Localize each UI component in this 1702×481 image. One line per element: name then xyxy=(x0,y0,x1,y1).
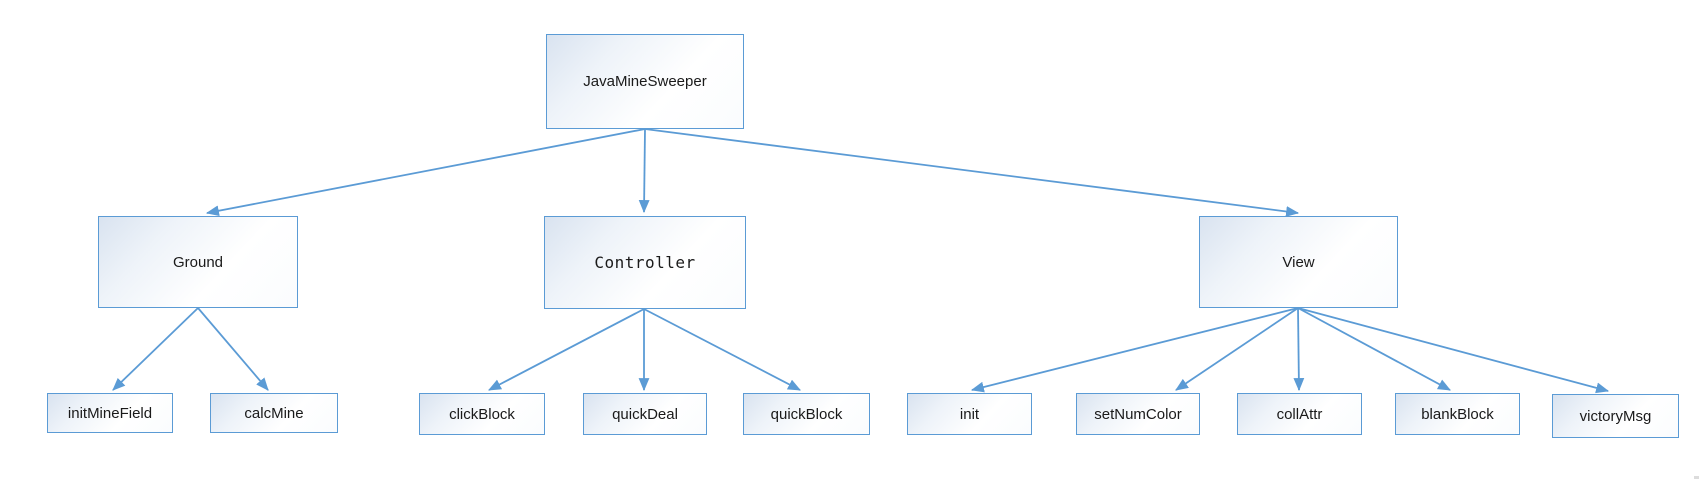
node-label: collAttr xyxy=(1276,405,1323,423)
corner-artifact xyxy=(1694,476,1699,479)
edge-view-collattr xyxy=(1293,307,1305,392)
edge-view-setnumcolor xyxy=(1175,307,1299,391)
edge-root-controller xyxy=(638,128,650,214)
node-label: View xyxy=(1282,253,1315,271)
node-clickblock: clickBlock xyxy=(419,393,545,435)
edge-root-ground xyxy=(205,128,646,217)
node-setnumcolor: setNumColor xyxy=(1076,393,1200,435)
edge-ground-initminefield xyxy=(112,307,199,391)
node-view: View xyxy=(1199,216,1398,308)
node-label: blankBlock xyxy=(1421,405,1494,423)
node-init: init xyxy=(907,393,1032,435)
node-blankblock: blankBlock xyxy=(1395,393,1520,435)
node-label: JavaMineSweeper xyxy=(583,73,707,90)
node-victorymsg: victoryMsg xyxy=(1552,394,1679,438)
node-label: clickBlock xyxy=(449,405,515,423)
node-label: init xyxy=(959,405,980,423)
node-initminefield: initMineField xyxy=(47,393,173,433)
node-label: calcMine xyxy=(244,404,304,422)
node-calcmine: calcMine xyxy=(210,393,338,433)
edge-controller-quickblock xyxy=(643,308,801,391)
node-label: quickBlock xyxy=(770,405,843,423)
node-javaminesweeper: JavaMineSweeper xyxy=(546,34,744,129)
edge-view-blankblock xyxy=(1297,307,1451,391)
edge-ground-calcmine xyxy=(197,307,269,391)
node-quickdeal: quickDeal xyxy=(583,393,707,435)
edge-root-view xyxy=(644,128,1300,217)
edge-view-init xyxy=(970,307,1299,393)
edge-controller-clickblock xyxy=(488,308,645,391)
node-label: Ground xyxy=(172,253,224,271)
node-label: victoryMsg xyxy=(1579,407,1652,425)
node-label: setNumColor xyxy=(1094,405,1182,423)
node-label: Controller xyxy=(594,253,696,272)
node-label: initMineField xyxy=(67,404,153,422)
node-quickblock: quickBlock xyxy=(743,393,870,435)
node-label: quickDeal xyxy=(612,405,678,423)
node-ground: Ground xyxy=(98,216,298,308)
node-collattr: collAttr xyxy=(1237,393,1362,435)
node-controller: Controller xyxy=(544,216,746,309)
edge-view-victorymsg xyxy=(1297,307,1610,394)
